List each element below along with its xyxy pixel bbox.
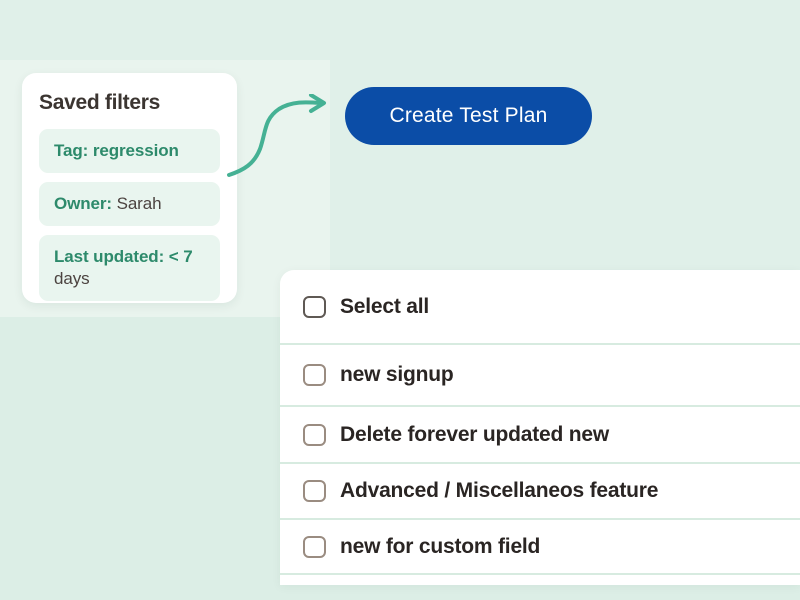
- filter-chip-owner[interactable]: Owner: Sarah: [39, 182, 220, 226]
- task-label: new signup: [340, 363, 454, 386]
- task-checkbox[interactable]: [303, 364, 326, 386]
- task-row[interactable]: new for custom field: [280, 518, 800, 573]
- filter-chip-owner-label: Owner:: [54, 194, 112, 213]
- filter-chip-last-updated[interactable]: Last updated: < 7 days: [39, 235, 220, 301]
- task-list-panel: Select all new signup Delete forever upd…: [280, 270, 800, 585]
- select-all-row[interactable]: Select all: [280, 270, 800, 343]
- filter-chip-tag[interactable]: Tag: regression: [39, 129, 220, 173]
- task-row[interactable]: Delete forever updated new: [280, 405, 800, 462]
- task-label: Advanced / Miscellaneos feature: [340, 479, 659, 502]
- task-checkbox[interactable]: [303, 535, 326, 558]
- task-row-partial: [280, 573, 800, 585]
- create-test-plan-button[interactable]: Create Test Plan: [345, 87, 592, 145]
- task-label: Delete forever updated new: [340, 422, 610, 446]
- task-label: new for custom field: [340, 534, 541, 558]
- filter-chip-owner-value: Sarah: [116, 194, 162, 213]
- filter-chip-tag-label: Tag:: [54, 141, 89, 160]
- filter-chip-tag-value: regression: [92, 141, 179, 160]
- task-checkbox[interactable]: [303, 480, 326, 502]
- task-row[interactable]: Advanced / Miscellaneos feature: [280, 462, 800, 518]
- filter-chip-last-updated-label: Last updated: < 7: [54, 247, 193, 266]
- saved-filters-title: Saved filters: [39, 91, 160, 114]
- curved-arrow-icon: [227, 94, 326, 177]
- filter-chip-last-updated-value: days: [54, 269, 90, 288]
- select-all-label: Select all: [340, 294, 430, 318]
- saved-filters-panel: Saved filters Tag: regression Owner: Sar…: [22, 73, 237, 303]
- task-checkbox[interactable]: [303, 423, 326, 446]
- select-all-checkbox[interactable]: [303, 295, 326, 318]
- task-row[interactable]: new signup: [280, 343, 800, 405]
